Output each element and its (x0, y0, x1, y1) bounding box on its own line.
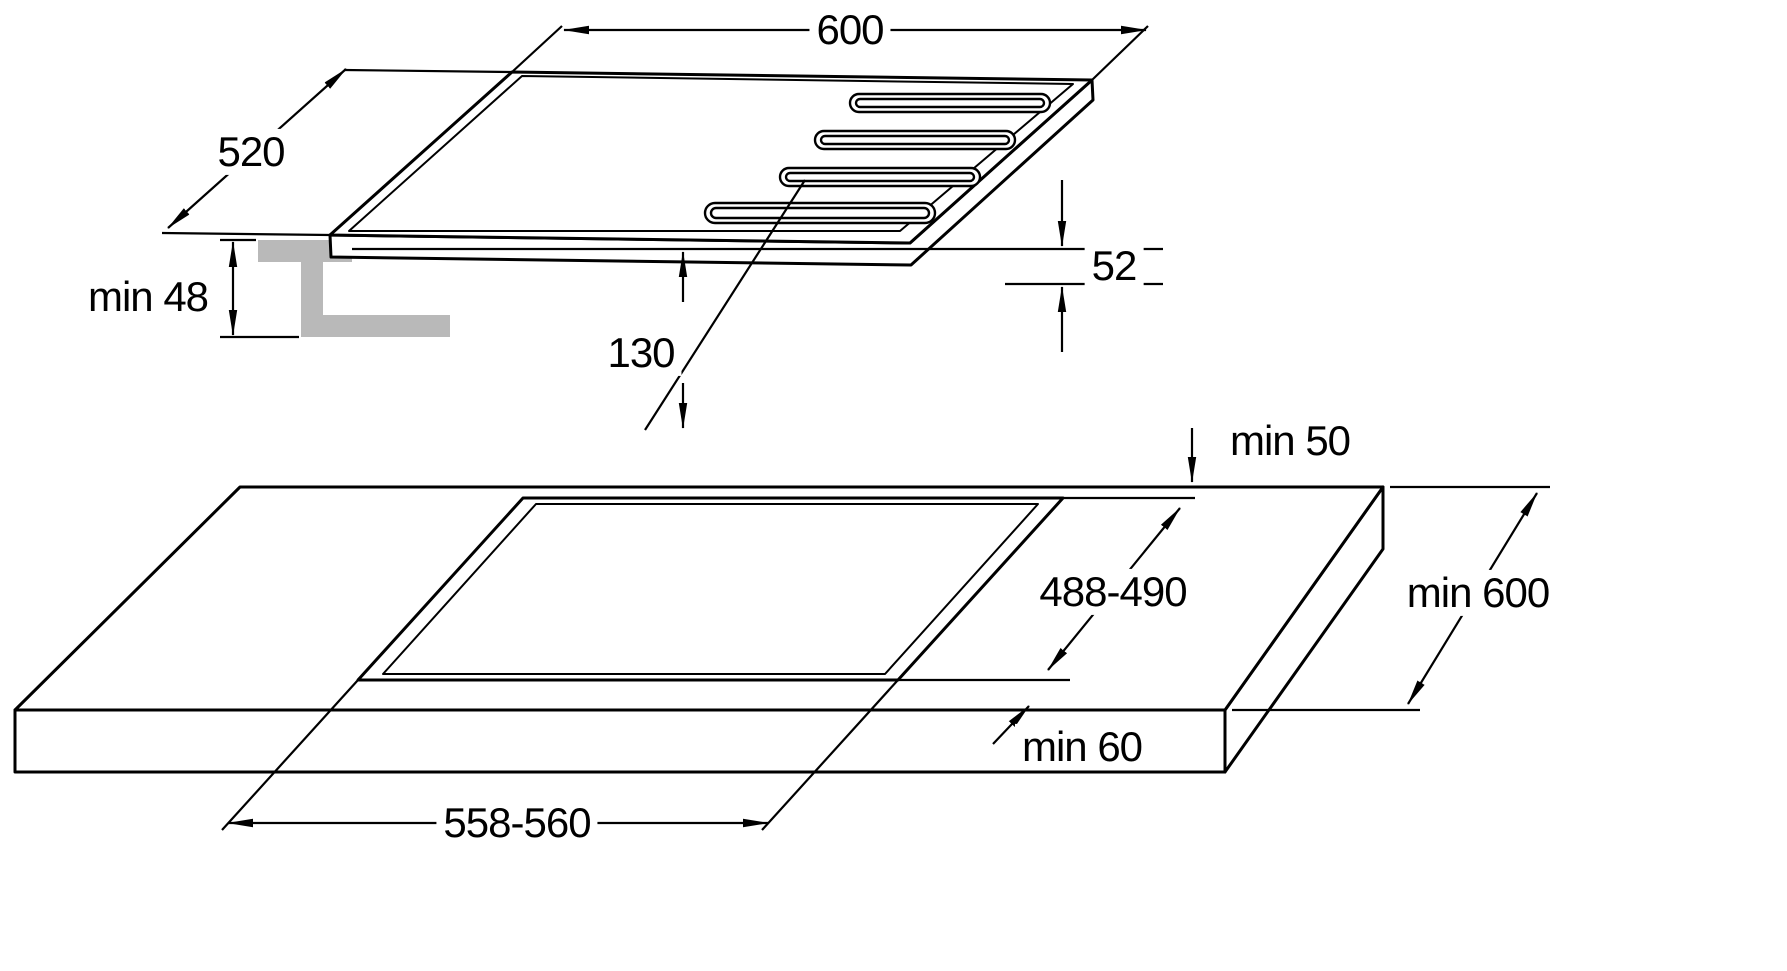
cutout-width-label: 558-560 (436, 799, 598, 847)
clearance-below-label: min 48 (80, 273, 216, 321)
extension-line (1091, 25, 1149, 81)
leader-line (644, 179, 806, 431)
pan-supports (703, 92, 1052, 225)
arrow-line (992, 705, 1030, 745)
cutout-depth-label: 488-490 (1032, 568, 1194, 616)
dim-min48 (220, 238, 299, 339)
dim-130 (644, 179, 806, 431)
hob-height-label: 52 (1084, 242, 1144, 290)
extension-line (161, 231, 331, 237)
worktop-cutout-inner (382, 503, 1039, 675)
hob-depth-label: 520 (210, 128, 292, 176)
pan-support-bar-inner (854, 97, 1046, 109)
worktop-isometric-view (13, 485, 1385, 774)
pan-support-bar-inner (709, 206, 931, 220)
hob-top-rim (348, 75, 1074, 232)
extension-line (343, 68, 513, 74)
extension-line (511, 25, 563, 73)
pan-support-bar-inner (819, 134, 1011, 146)
extension-line (221, 679, 359, 831)
hob-isometric-view (328, 70, 1095, 267)
hob-width-label: 600 (809, 6, 891, 54)
dim-min60 (992, 705, 1030, 745)
worktop-depth-label: min 600 (1399, 569, 1557, 617)
front-clearance-label: min 60 (1014, 723, 1150, 771)
pan-support-bar-inner (784, 171, 976, 183)
extension-line (761, 497, 1064, 831)
burner-offset-label: 130 (600, 329, 682, 377)
mounting-bracket (258, 240, 450, 337)
rear-clearance-label: min 50 (1222, 417, 1358, 465)
